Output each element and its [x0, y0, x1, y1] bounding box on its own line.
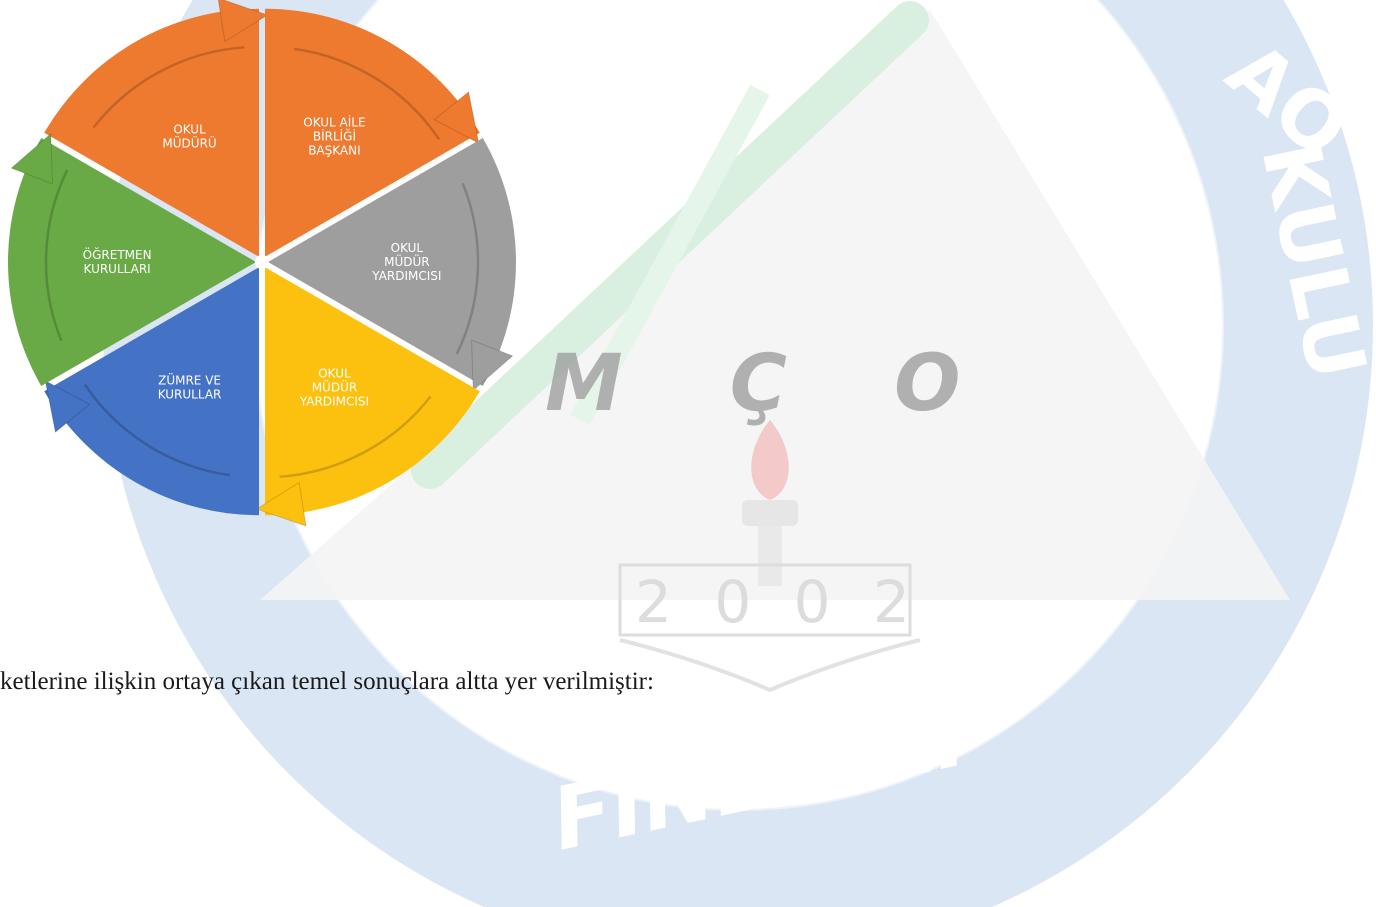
segment-arrowhead-icon: [433, 91, 480, 145]
logo-triangle: [260, 10, 1290, 600]
body-paragraph: ketlerine ilişkin ortaya çıkan temel son…: [0, 668, 654, 695]
segment-arrowhead-icon: [44, 379, 91, 433]
segment-wedge: [44, 8, 259, 257]
cycle-center-hub: [255, 255, 269, 269]
segment-arrowhead-icon: [255, 481, 307, 527]
segment-wedge: [265, 267, 480, 516]
segment-arrow-arc: [92, 46, 245, 129]
segment-wedge: [7, 138, 257, 386]
segment-arrow-arc: [294, 47, 441, 141]
segment-wedge: [44, 267, 259, 516]
logo-center-text: M Ç O: [545, 339, 1000, 429]
segment-arrow-arc: [83, 383, 230, 477]
logo-year: 2 0 0 2: [635, 568, 922, 636]
segment-wedge: [265, 8, 480, 257]
segment-arrowhead-icon: [470, 339, 514, 392]
segment-arrowhead-icon: [217, 0, 269, 43]
segment-wedge: [268, 138, 516, 386]
segment-arrow-arc: [455, 182, 480, 355]
logo-book: [619, 638, 921, 693]
segment-arrow-arc: [44, 169, 69, 342]
logo-year-box: [618, 563, 912, 637]
segment-arrowhead-icon: [10, 132, 54, 185]
logo-torch-flame: [751, 420, 789, 500]
segment-arrow-arc: [279, 395, 432, 478]
